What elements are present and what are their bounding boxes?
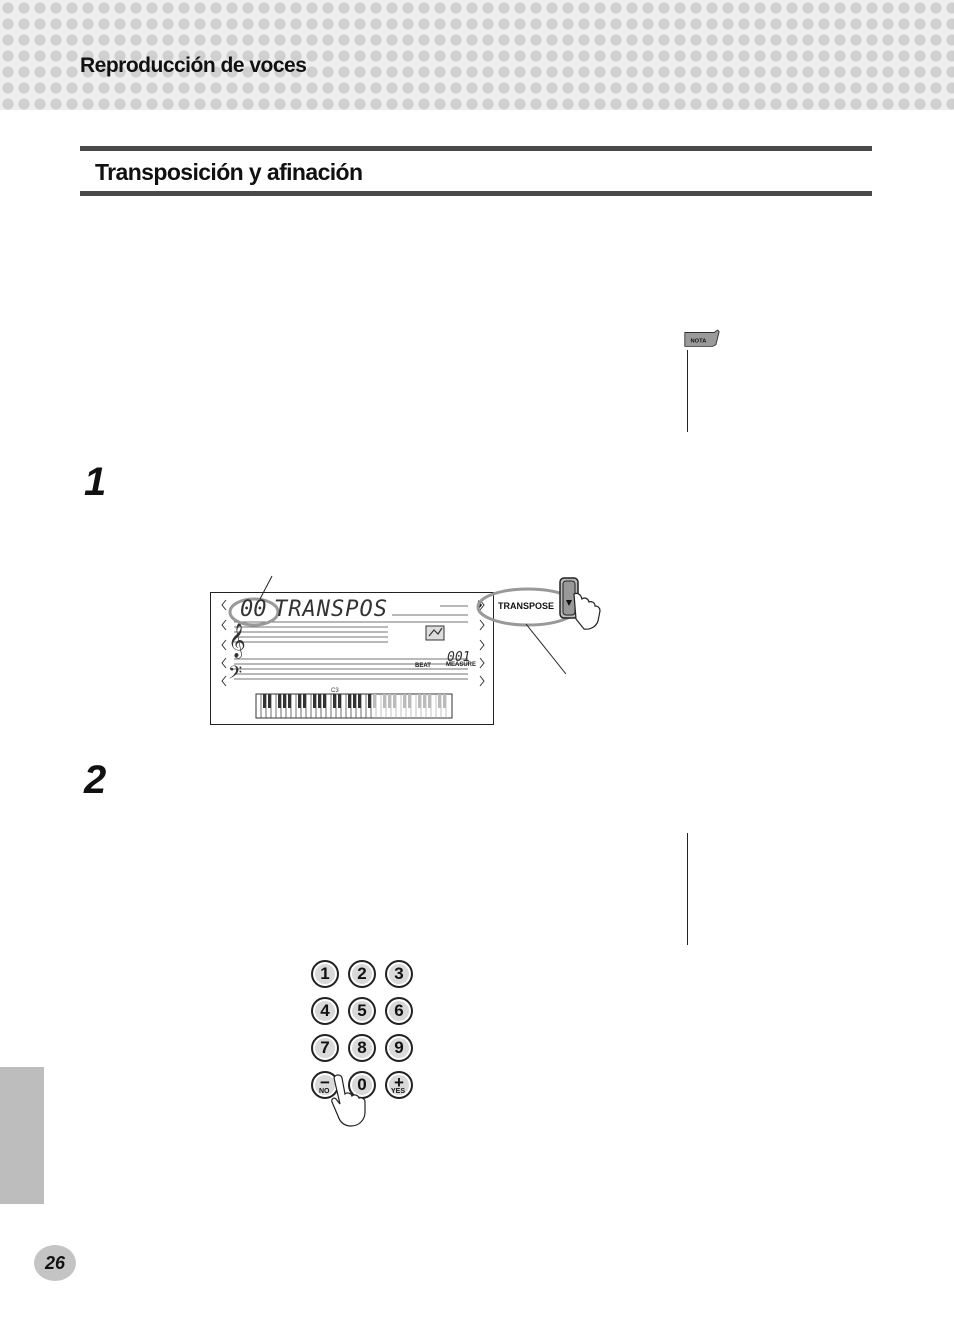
yes-label: YES bbox=[391, 1088, 406, 1095]
side-tab bbox=[0, 1067, 44, 1204]
pointing-hand-icon bbox=[331, 1074, 366, 1127]
nota-divider bbox=[687, 350, 688, 432]
page-number-badge: 26 bbox=[34, 1245, 76, 1281]
nota-tag-icon: NOTA bbox=[684, 329, 720, 347]
key-3-button[interactable]: 3 bbox=[385, 960, 413, 988]
lcd-graphics: 𝄞 𝄢 bbox=[221, 575, 580, 719]
key-7-button[interactable]: 7 bbox=[311, 1034, 339, 1062]
header-pattern bbox=[0, 0, 954, 110]
key-5-button[interactable]: 5 bbox=[348, 997, 376, 1025]
svg-text:𝄢: 𝄢 bbox=[228, 663, 242, 688]
lcd-measure-counter: 001 bbox=[447, 650, 471, 665]
chapter-title: Reproducción de voces bbox=[80, 54, 307, 77]
key-6-button[interactable]: 6 bbox=[385, 997, 413, 1025]
key-8-button[interactable]: 8 bbox=[348, 1034, 376, 1062]
page-number: 26 bbox=[44, 1252, 66, 1273]
lcd-beat-label: BEAT bbox=[415, 663, 431, 669]
nota-divider-2 bbox=[687, 833, 688, 945]
step-1-number: 1 bbox=[84, 460, 107, 504]
lcd-transpose-text: TRANSPOS bbox=[274, 597, 388, 622]
svg-text:C3: C3 bbox=[331, 688, 339, 694]
lcd-measure-label: MEASURE bbox=[446, 662, 477, 668]
svg-text:𝄞: 𝄞 bbox=[228, 623, 246, 659]
step-2-number: 2 bbox=[84, 758, 107, 802]
lcd-transpose-value: 00 bbox=[240, 597, 267, 622]
transpose-button-icon[interactable] bbox=[556, 574, 612, 630]
key-plus-yes-button[interactable]: + bbox=[385, 1071, 413, 1099]
section-title: Transposición y afinación bbox=[95, 159, 363, 185]
nota-label: NOTA bbox=[691, 338, 707, 344]
key-9-button[interactable]: 9 bbox=[385, 1034, 413, 1062]
no-label: NO bbox=[319, 1088, 330, 1095]
key-1-button[interactable]: 1 bbox=[311, 960, 339, 988]
key-2-button[interactable]: 2 bbox=[348, 960, 376, 988]
key-4-button[interactable]: 4 bbox=[311, 997, 339, 1025]
transpose-button-label: TRANSPOSE bbox=[498, 601, 555, 611]
section-heading-box: Transposición y afinación bbox=[80, 146, 872, 196]
